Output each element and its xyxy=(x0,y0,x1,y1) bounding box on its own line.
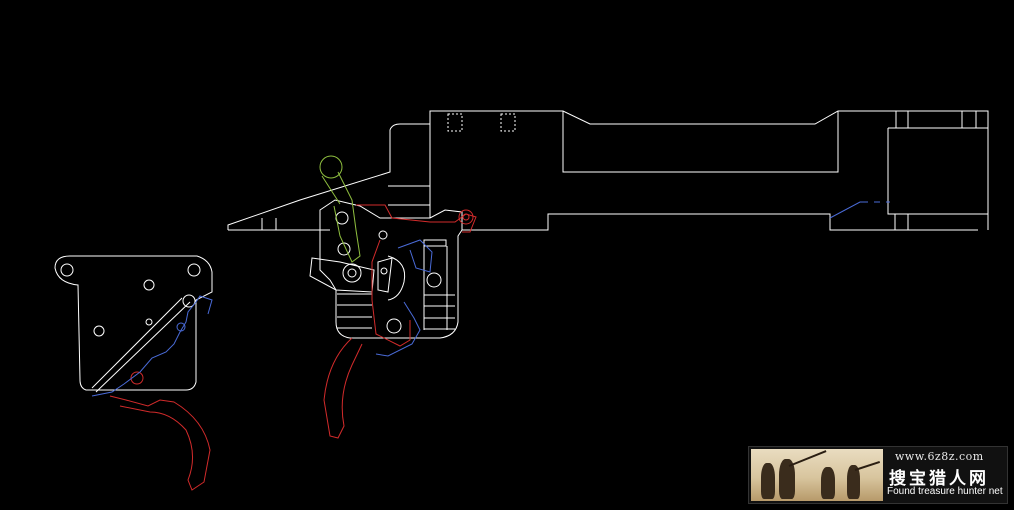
watermark-name-en: Found treasure hunter net xyxy=(887,486,1003,497)
sear-spring-left xyxy=(91,295,213,397)
trigger-red-center xyxy=(323,204,477,439)
sear-spring-center xyxy=(375,201,890,357)
watermark-badge: www.6z8z.com 搜宝猎人网 Found treasure hunter… xyxy=(748,446,1008,504)
receiver-outline xyxy=(227,110,989,231)
trigger-left-red xyxy=(109,371,211,491)
cocking-lever xyxy=(319,155,361,263)
trigger-housing xyxy=(309,199,463,339)
trigger-plate-left xyxy=(54,255,213,393)
watermark-url: www.6z8z.com xyxy=(895,450,984,463)
watermark-name-cn: 搜宝猎人网 xyxy=(889,469,989,489)
hunters-photo xyxy=(751,449,883,501)
